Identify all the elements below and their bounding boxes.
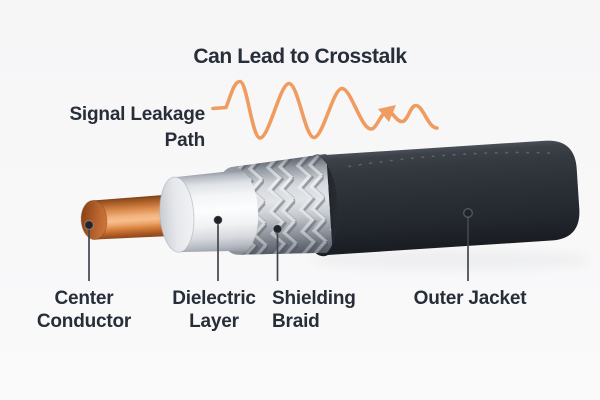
label-center-conductor: Center Conductor <box>36 288 132 332</box>
shielding-braid-graphic <box>232 153 333 255</box>
signal-wave <box>211 79 439 140</box>
label-dielectric-layer: Dielectric Layer <box>172 288 256 332</box>
leader-dot-jacket <box>463 207 474 218</box>
diagram-title: Can Lead to Crosstalk <box>193 45 407 68</box>
label-shielding-braid: Shielding Braid <box>272 288 356 332</box>
signal-leakage-line1: Signal Leakage <box>69 104 205 125</box>
outer-jacket-graphic <box>317 140 580 256</box>
cable-shadow <box>310 249 590 271</box>
dielectric-graphic <box>159 168 261 253</box>
wave-arrowhead <box>378 105 396 122</box>
leader-dot-braid <box>272 223 283 234</box>
leader-lines <box>88 214 469 281</box>
leader-dot-center-conductor <box>83 219 94 230</box>
leader-dot-dielectric <box>212 214 223 225</box>
signal-leakage-line2: Path <box>164 130 206 151</box>
leader-dots <box>83 207 474 234</box>
label-outer-jacket: Outer Jacket <box>413 288 527 309</box>
signal-leakage-label: Signal Leakage Path <box>30 102 205 154</box>
